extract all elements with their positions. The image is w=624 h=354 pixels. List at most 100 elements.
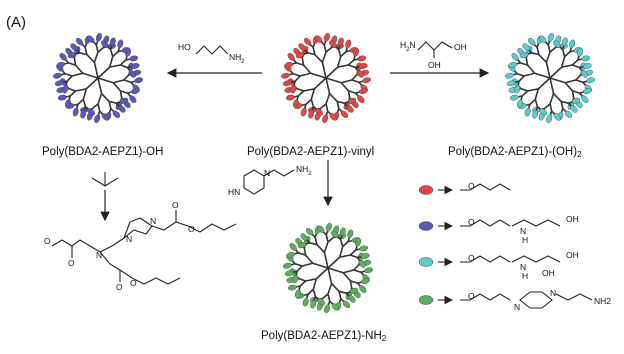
dendrimer-branch (337, 64, 349, 68)
dendrimer-end-group (547, 33, 554, 42)
dendrimer-branch (325, 103, 329, 112)
dendrimer-vinyl (281, 33, 371, 123)
dendrimer-end-group (282, 80, 292, 87)
dendrimer-branch (572, 64, 580, 69)
dendrimer-end-group (287, 53, 295, 61)
dendrimer-branch (339, 239, 344, 247)
legend-n: N (520, 262, 526, 272)
dendrimer-end-group (337, 37, 344, 47)
dendrimer-branch (545, 62, 551, 79)
dendrimer-branch (97, 93, 103, 105)
legend-o: O (468, 181, 475, 191)
dendrimer-nh2 (283, 223, 373, 313)
dendrimer-end-group (522, 43, 530, 51)
dendrimer-branch (119, 59, 127, 66)
legend-oh: OH (566, 250, 579, 260)
dendrimer-branch (571, 59, 579, 66)
dendrimer-branch (327, 256, 341, 269)
dendrimer-end-group (67, 52, 77, 59)
struct-n3: N (150, 216, 156, 226)
dendrimer-end-group (569, 39, 576, 49)
dendrimer-branch (560, 101, 564, 109)
dendrimer-branch (302, 64, 312, 74)
dendrimer-branch (108, 56, 114, 68)
dendrimer-end-group (580, 69, 588, 78)
dendrimer-branch (575, 79, 584, 83)
dendrimer-branch (314, 237, 318, 245)
dendrimer-end-group (364, 267, 373, 274)
dendrimer-branch (325, 77, 331, 94)
dendrimer-branch (73, 57, 77, 66)
reagent-ho-text: HO (178, 42, 191, 52)
dendrimer-branch (301, 262, 313, 267)
dendrimer-branch (108, 100, 117, 104)
dendrimer-branch (549, 93, 555, 105)
dendrimer-branch (75, 88, 87, 92)
legend-h: H (522, 235, 528, 245)
reagent-hn-text: HN (228, 187, 240, 197)
dendrimer-branch (97, 66, 111, 79)
dendrimer-end-group (125, 47, 131, 57)
dendrimer-branch (123, 74, 130, 81)
dendrimer-branch (338, 246, 344, 258)
dendrimer-branch (319, 103, 327, 110)
dendrimer-end-group (109, 37, 116, 47)
dendrimer-branch (328, 93, 338, 102)
legend-n: N (520, 226, 526, 236)
dendrimer-branch (325, 93, 331, 105)
struct-n2: N (126, 234, 132, 244)
dendrimer-branch (327, 267, 333, 284)
reagent-aminopropanediol: H2N OH OH (400, 40, 467, 70)
label-nh2: Poly(BDA2-AEPZ1)-NH2 (261, 330, 387, 343)
dendrimer-branch (298, 252, 306, 256)
dendrimer-branch (310, 88, 316, 100)
dendrimer-branch (338, 290, 347, 294)
dendrimer-end-group (315, 108, 324, 116)
dendrimer-branch (560, 100, 569, 104)
dendrimer-end-group (329, 113, 337, 121)
dendrimer-end-group (582, 88, 592, 95)
dendrimer-end-group (519, 52, 529, 59)
dendrimer-end-group (284, 270, 294, 277)
reagent-nh2b-text: NH2 (296, 164, 312, 177)
struct-o4: O (188, 224, 195, 234)
dendrimer-branch (349, 249, 357, 256)
dendrimer-end-group (130, 88, 140, 95)
legend-chain (460, 255, 511, 263)
dendrimer-end-group (539, 108, 548, 116)
dendrimer-branch (336, 100, 345, 104)
dendrimer-end-group (586, 77, 595, 84)
dendrimer-branch (109, 64, 121, 68)
legend-chain2 (511, 255, 561, 263)
dendrimer-branch (343, 269, 355, 274)
dendrimer-branch (348, 64, 356, 69)
legend-nh2: NH2 (594, 296, 611, 306)
dendrimer-end-group (65, 99, 71, 109)
dendrimer-end-group (360, 278, 370, 285)
dendrimer-end-group (298, 43, 306, 51)
dendrimer-branch (71, 72, 83, 77)
dendrimer-branch (543, 103, 551, 110)
dendrimer-end-group (505, 72, 514, 79)
dendrimer-branch (336, 56, 342, 68)
dendrimer-end-group (302, 297, 309, 307)
dendrimer-branch (298, 277, 306, 282)
reagent-n-text: N (264, 168, 270, 178)
dendrimer-branch (69, 90, 77, 97)
dendrimer-branch (327, 283, 333, 295)
dendrimer-end-group (324, 304, 331, 313)
dendrimer-end-group (293, 99, 299, 109)
dendrimer-end-group (509, 94, 519, 101)
legend-o: O (468, 253, 475, 263)
dendrimer-branch (74, 64, 84, 74)
dendrimer-end-group (581, 95, 589, 103)
dendrimer-branch (297, 90, 305, 97)
dendrimer-branch (527, 88, 539, 92)
dendrimer-branch (337, 49, 342, 57)
dendrimer-branch (312, 262, 329, 269)
dendrimer-branch (525, 57, 529, 66)
dendrimer-branch (549, 77, 555, 94)
legend-n1: N (514, 302, 520, 312)
